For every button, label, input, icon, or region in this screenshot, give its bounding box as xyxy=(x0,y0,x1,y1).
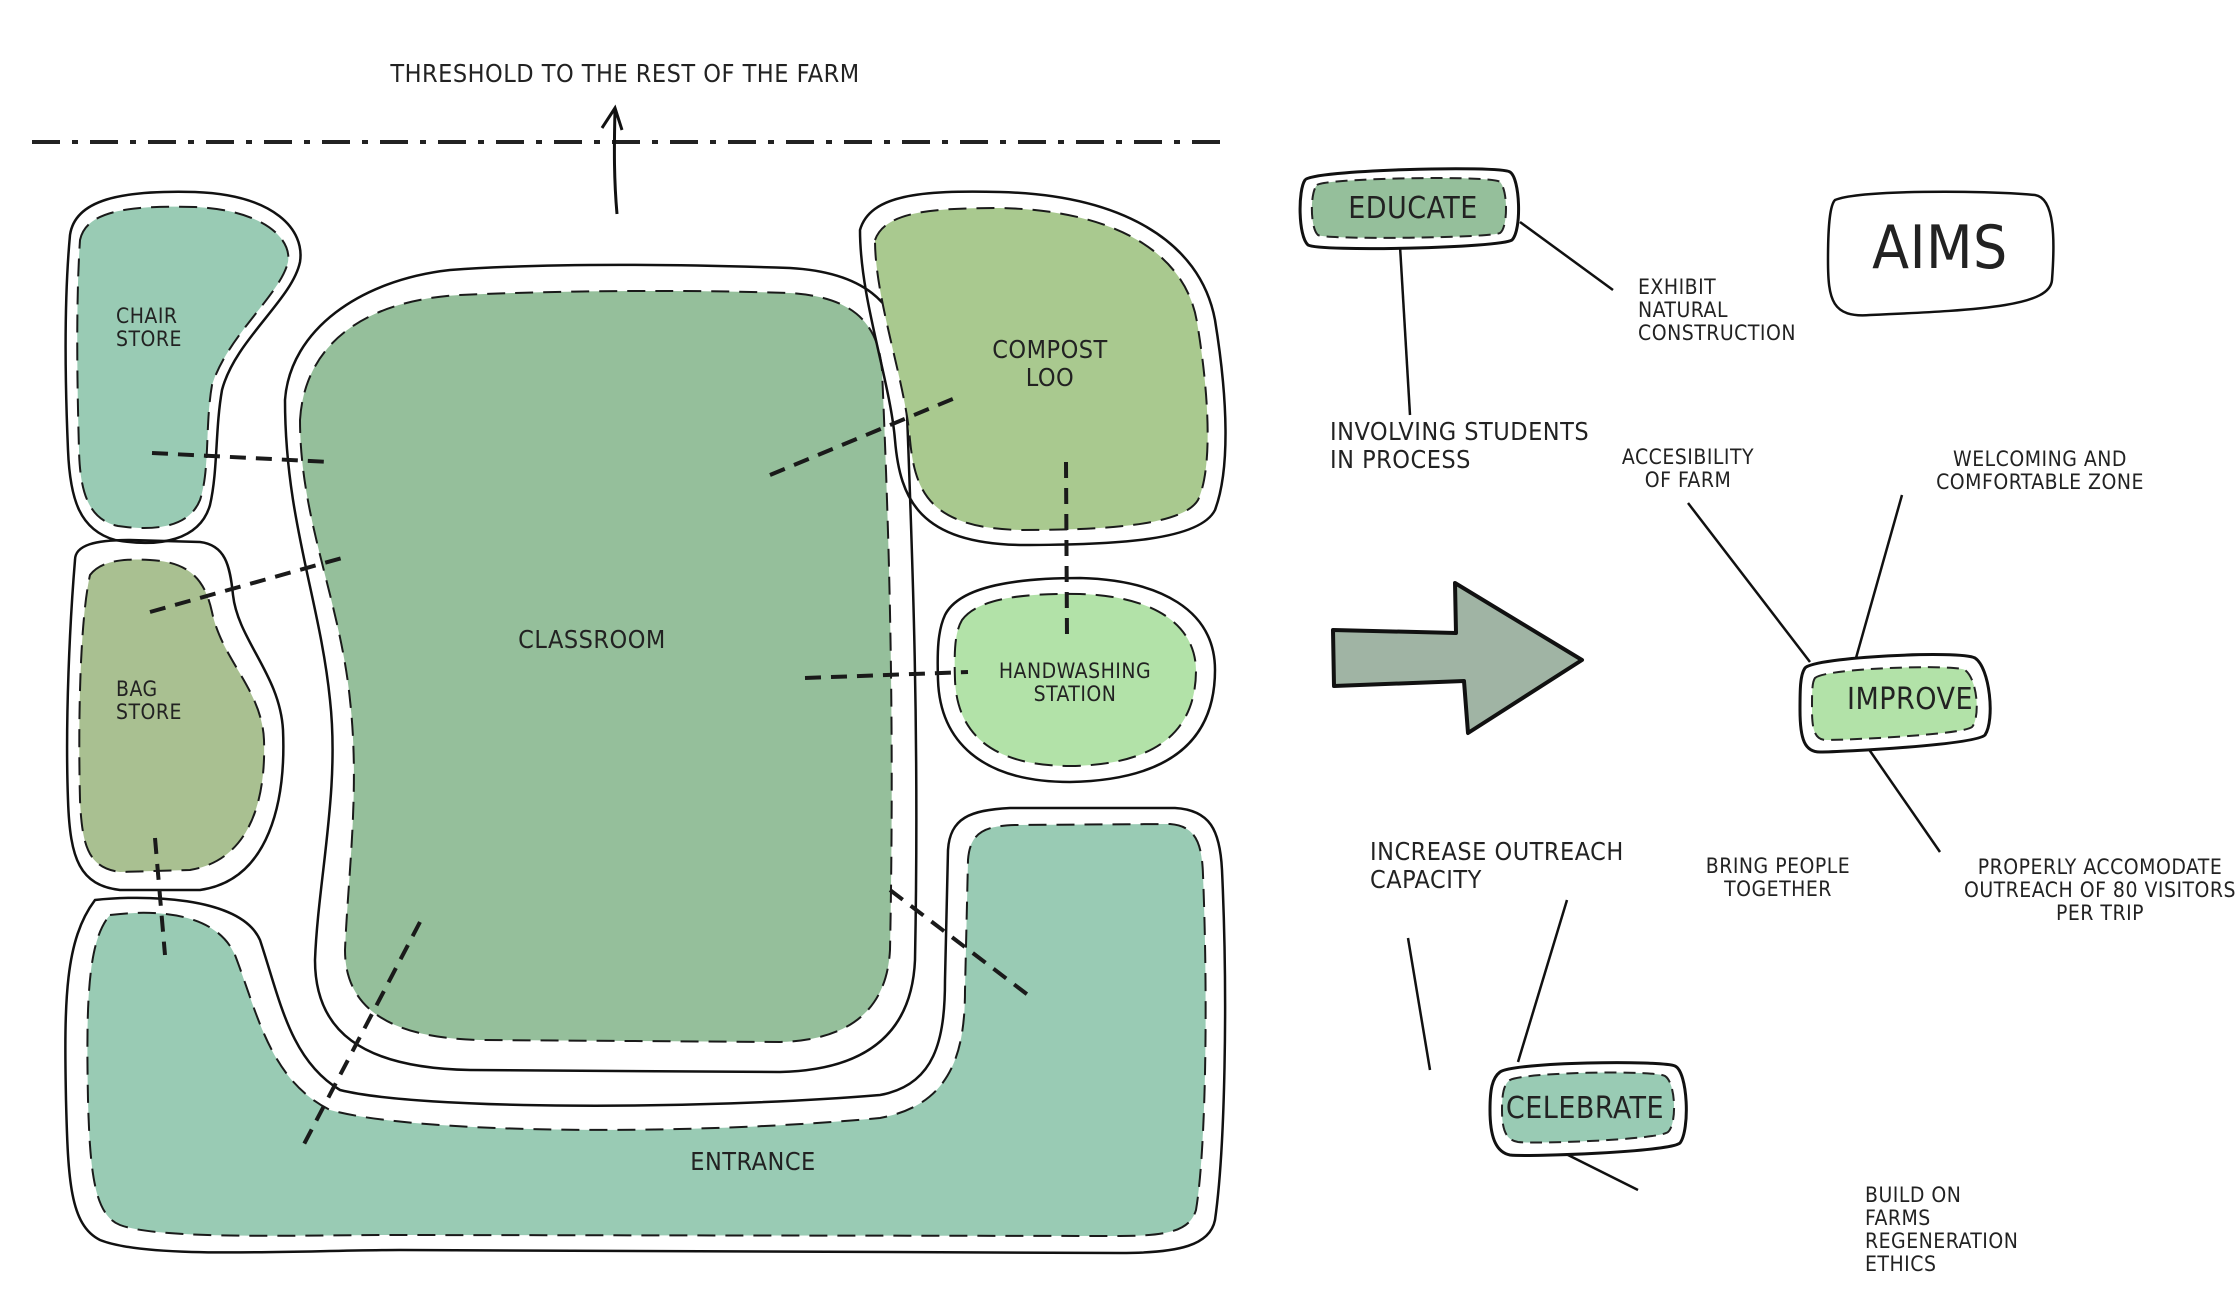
improve-node xyxy=(1798,653,1992,754)
connection-classroom-handwashing xyxy=(804,670,969,680)
improve-item-welcoming: WELCOMING AND COMFORTABLE ZONE xyxy=(1936,447,2144,495)
aims-title: AIMS xyxy=(1872,213,2008,283)
improve-node-label: IMPROVE xyxy=(1847,682,1973,717)
educate-node-label: EDUCATE xyxy=(1348,191,1478,226)
threshold-arrow-icon xyxy=(600,104,624,215)
chair-store-label: CHAIR STORE xyxy=(116,304,182,352)
celebrate-item-outreach: INCREASE OUTREACH CAPACITY xyxy=(1370,837,1624,894)
zone-chair-store xyxy=(64,190,302,545)
celebrate-connector-outreach xyxy=(1406,937,1432,1071)
bag-store-label: BAG STORE xyxy=(116,677,182,725)
zone-classroom xyxy=(283,263,918,1074)
threshold-label: THRESHOLD TO THE REST OF THE FARM xyxy=(390,59,860,88)
connection-classroom-entrance xyxy=(300,921,422,1149)
connection-bag-entrance xyxy=(153,837,167,956)
compost-loo-label: COMPOST LOO xyxy=(992,335,1108,392)
connection-chair-classroom xyxy=(151,451,331,464)
improve-connector-accessibility xyxy=(1687,502,1811,663)
entrance-label: ENTRANCE xyxy=(690,1147,816,1176)
classroom-label: CLASSROOM xyxy=(518,625,666,654)
improve-connector-accomodate xyxy=(1866,747,1942,853)
educate-connector-exhibit xyxy=(1519,220,1614,292)
celebrate-node xyxy=(1488,1061,1688,1157)
zone-compost-loo xyxy=(858,190,1227,547)
connection-compost-handwashing xyxy=(1064,461,1069,639)
zone-fill xyxy=(873,206,1209,532)
connection-bag-classroom xyxy=(149,556,343,614)
educate-item-exhibit: EXHIBIT NATURAL CONSTRUCTION xyxy=(1638,275,1796,346)
educate-node xyxy=(1298,167,1521,251)
handwashing-station-label: HANDWASHING STATION xyxy=(998,659,1152,707)
improve-item-accomodate: PROPERLY ACCOMODATE OUTREACH OF 80 VISIT… xyxy=(1963,855,2237,926)
improve-item-accessibility: ACCESIBILITY OF FARM xyxy=(1621,445,1755,493)
celebrate-item-build: BUILD ON FARMS REGENERATION ETHICS xyxy=(1865,1183,2019,1277)
improve-connector-welcoming xyxy=(1854,494,1904,659)
educate-connector-involving xyxy=(1398,245,1412,416)
celebrate-node-label: CELEBRATE xyxy=(1505,1091,1665,1126)
transition-arrow-icon xyxy=(1331,581,1584,735)
zone-fill xyxy=(78,558,266,874)
zone-fill xyxy=(76,205,290,529)
zone-fill xyxy=(298,289,893,1044)
educate-item-involving: INVOLVING STUDENTS IN PROCESS xyxy=(1330,417,1590,474)
zone-bag-store xyxy=(65,538,285,892)
celebrate-connector-bring xyxy=(1516,899,1569,1063)
connection-classroom-compost xyxy=(769,396,956,477)
zone-connections xyxy=(149,396,1069,1149)
zone-entrance xyxy=(64,806,1227,1255)
aims-title-box xyxy=(1826,190,2055,317)
celebrate-item-bring: BRING PEOPLE TOGETHER xyxy=(1705,854,1851,902)
connection-classroom-entrance-right xyxy=(888,888,1030,997)
zone-fill xyxy=(86,822,1207,1238)
